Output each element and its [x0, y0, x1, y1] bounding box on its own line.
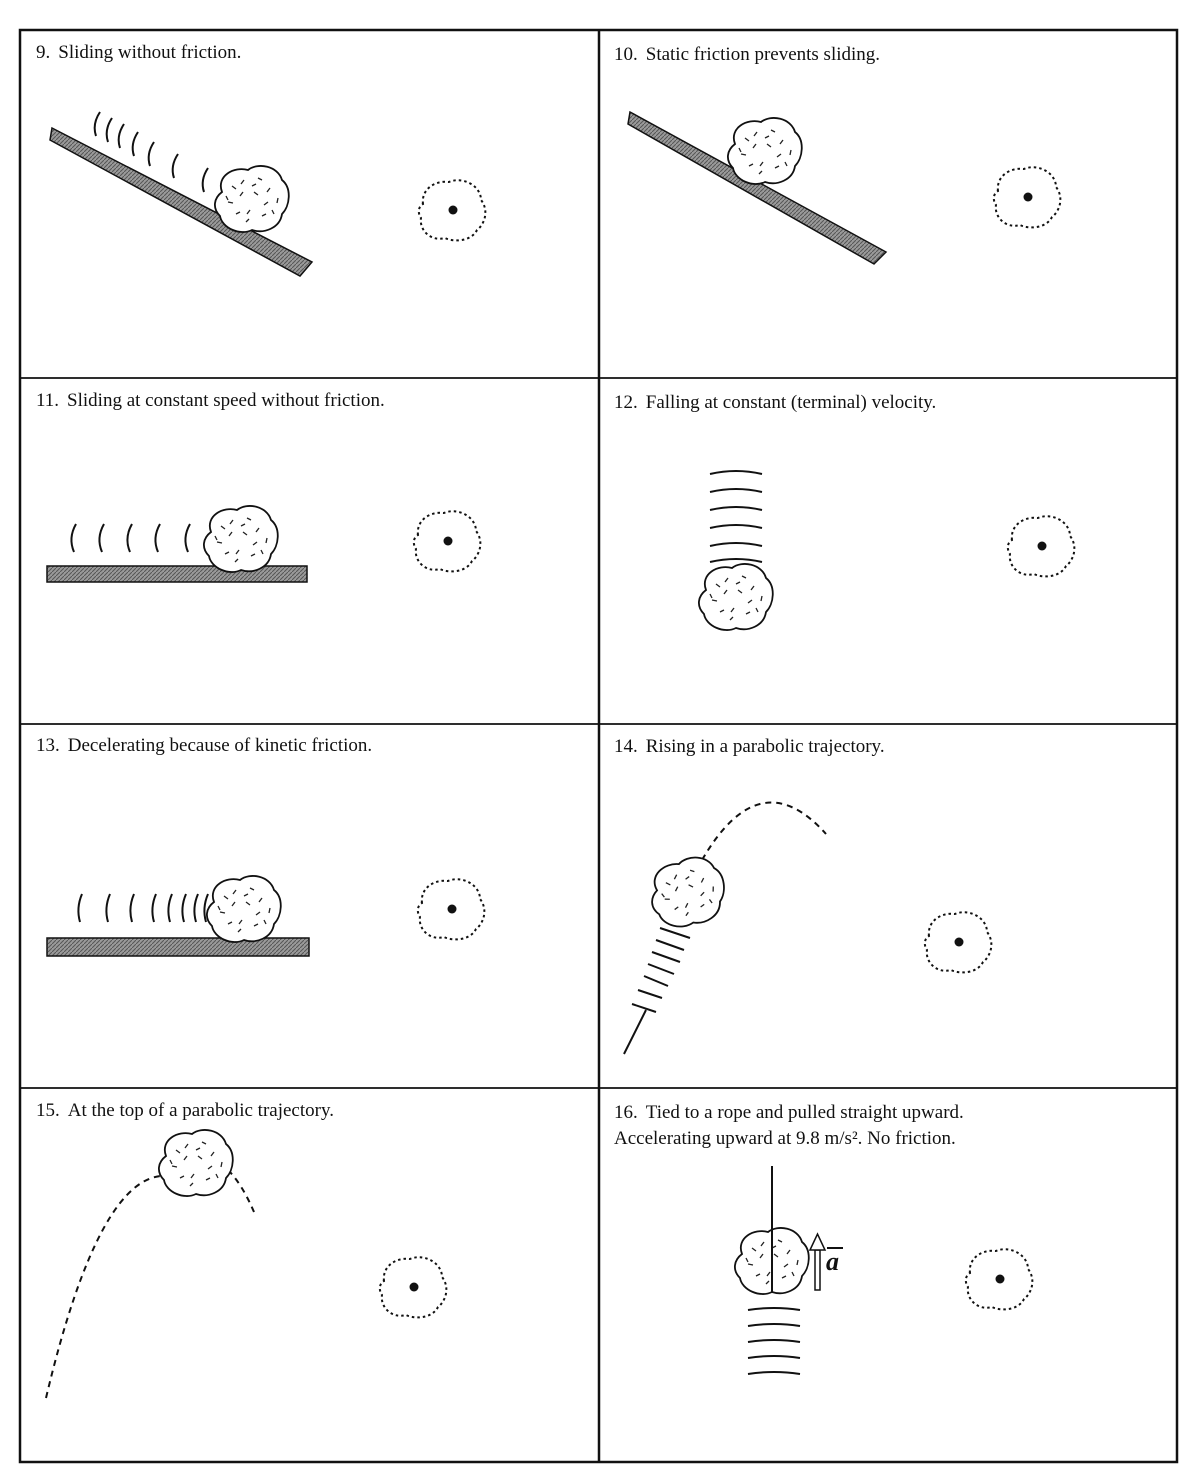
caption-text: Tied to a rope and pulled straight upwar…: [645, 1102, 964, 1123]
panel-9-drawing: [49, 111, 487, 277]
rock: [158, 1129, 234, 1197]
caption-text: At the top of a parabolic trajectory.: [67, 1100, 334, 1121]
panel-10-caption: 10. Static friction prevents sliding.: [614, 42, 880, 68]
grid-lines: [18, 28, 1179, 1464]
panel-12-drawing: [698, 470, 1076, 631]
motion-lines: [623, 927, 691, 1055]
panel-number: 13.: [36, 735, 60, 756]
motion-lines: [747, 1307, 801, 1375]
acceleration-arrow: [808, 1232, 827, 1291]
panel-10-drawing: [627, 110, 1062, 265]
motion-lines: [70, 523, 191, 553]
panel-12-caption: 12. Falling at constant (terminal) veloci…: [614, 390, 936, 416]
rock: [206, 875, 282, 943]
particle-model: [417, 179, 487, 242]
panel-15-caption: 15. At the top of a parabolic trajectory.: [36, 1098, 334, 1124]
rock: [214, 165, 290, 233]
floor-surface: [46, 937, 310, 957]
panel-11-caption: 11. Sliding at constant speed without fri…: [36, 388, 385, 414]
caption-text: Static friction prevents sliding.: [645, 44, 881, 65]
panel-16-caption: 16. Tied to a rope and pulled straight up…: [614, 1100, 964, 1152]
panel-number: 15.: [36, 1100, 60, 1121]
panel-16-drawing: a: [734, 1166, 1034, 1375]
panel-number: 11.: [36, 390, 60, 411]
panel-11-drawing: [46, 505, 482, 583]
panel-14-drawing: [623, 801, 993, 1055]
trajectory-path: [701, 801, 827, 861]
panel-9-caption: 9. Sliding without friction.: [36, 40, 241, 66]
particle-model: [412, 510, 482, 573]
incline-surface: [627, 110, 888, 265]
rock: [698, 563, 774, 631]
particle-model: [378, 1256, 448, 1319]
caption-text: Falling at constant (terminal) velocity.: [645, 392, 937, 413]
trajectory-path: [227, 1169, 255, 1213]
panel-number: 12.: [614, 392, 638, 413]
caption-text: Sliding without friction.: [58, 42, 242, 63]
panel-number: 9.: [36, 42, 51, 63]
rock: [727, 117, 803, 185]
panel-13-caption: 13. Decelerating because of kinetic frict…: [36, 733, 372, 759]
motion-lines: [93, 111, 209, 193]
panel-14-caption: 14. Rising in a parabolic trajectory.: [614, 734, 885, 760]
rock: [644, 852, 731, 932]
motion-lines: [709, 470, 763, 563]
particle-model: [416, 878, 486, 941]
particle-model: [1006, 515, 1076, 578]
panel-number: 14.: [614, 736, 638, 757]
rock: [203, 505, 279, 573]
panel-number: 16.: [614, 1102, 638, 1123]
panel-number: 10.: [614, 44, 638, 65]
floor-surface: [46, 565, 308, 583]
panel-15-drawing: [45, 1129, 448, 1399]
caption-text-line-2: Accelerating upward at 9.8 m/s². No fric…: [614, 1128, 956, 1149]
caption-text: Sliding at constant speed without fricti…: [67, 390, 385, 411]
caption-text: Rising in a parabolic trajectory.: [645, 736, 885, 757]
particle-model: [964, 1248, 1034, 1311]
particle-model: [992, 166, 1062, 229]
panel-13-drawing: [46, 875, 486, 957]
acceleration-label: a: [826, 1247, 839, 1276]
motion-lines: [77, 893, 209, 923]
caption-text: Decelerating because of kinetic friction…: [67, 735, 373, 756]
particle-model: [923, 911, 993, 974]
trajectory-path: [45, 1174, 169, 1399]
